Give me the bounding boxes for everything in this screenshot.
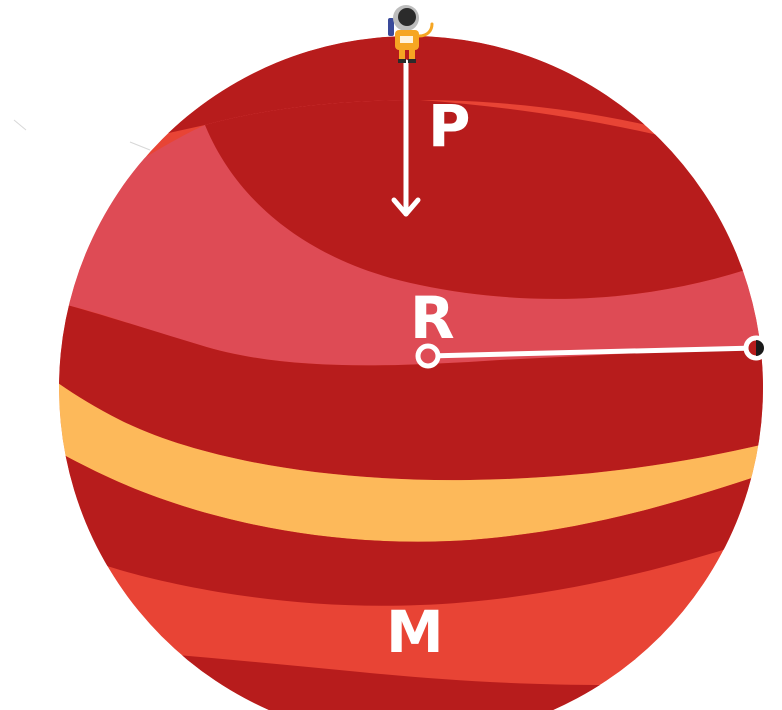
label-r: R [410,284,455,352]
center-point [415,343,441,369]
band-lower-dark [59,420,763,606]
band-yellow [59,340,763,542]
label-m: M [386,598,444,666]
band-upper-dark [205,100,763,299]
space-shadow-marks [13,119,151,151]
band-middle-dark [59,290,763,481]
label-p: P [428,92,471,160]
radius-marker [415,335,769,369]
arrow-down-icon [391,59,421,217]
astronaut-icon [388,5,434,63]
band-pink [59,100,763,366]
